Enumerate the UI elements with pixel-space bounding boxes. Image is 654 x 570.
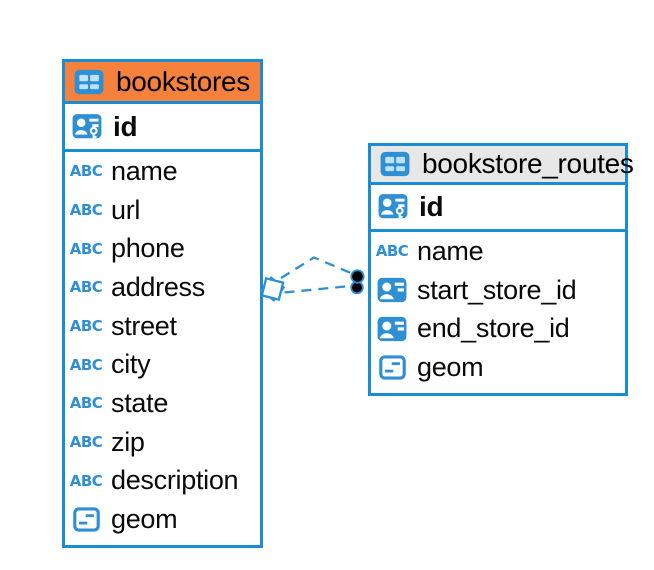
column-row-bookstores-id[interactable]: id bbox=[65, 104, 260, 152]
column-label: name bbox=[111, 155, 178, 186]
column-label: start_store_id bbox=[417, 274, 577, 305]
column-label: phone bbox=[111, 233, 185, 264]
table-header-bookstores[interactable]: bookstores bbox=[65, 62, 260, 104]
text-type-icon: ABC bbox=[69, 239, 103, 258]
column-label: state bbox=[111, 387, 169, 418]
column-row-routes-name[interactable]: ABC name bbox=[371, 232, 625, 271]
primary-key-icon bbox=[376, 193, 410, 221]
table-title-bookstores: bookstores bbox=[116, 65, 250, 97]
column-label: description bbox=[111, 465, 239, 496]
text-type-icon: ABC bbox=[69, 162, 103, 181]
text-type-icon: ABC bbox=[69, 278, 103, 297]
table-icon bbox=[378, 151, 412, 177]
column-label: url bbox=[111, 194, 141, 225]
table-header-bookstore-routes[interactable]: bookstore_routes bbox=[371, 146, 634, 185]
table-bookstore-routes[interactable]: bookstore_routes id ABC name start_store… bbox=[368, 143, 634, 396]
column-row-routes-id[interactable]: id bbox=[371, 185, 625, 232]
column-label: id bbox=[113, 110, 138, 142]
column-label: street bbox=[111, 310, 177, 341]
relationship-line-upper[interactable] bbox=[280, 256, 353, 279]
column-row-zip[interactable]: ABC zip bbox=[65, 423, 260, 462]
text-type-icon: ABC bbox=[375, 242, 409, 261]
table-icon bbox=[72, 69, 106, 95]
text-type-icon: ABC bbox=[69, 471, 103, 490]
column-row-city[interactable]: ABC city bbox=[65, 345, 260, 384]
column-row-state[interactable]: ABC state bbox=[65, 384, 260, 423]
column-row-routes-geom[interactable]: geom bbox=[371, 348, 625, 387]
text-type-icon: ABC bbox=[69, 433, 103, 452]
column-label: geom bbox=[417, 352, 484, 383]
column-row-street[interactable]: ABC street bbox=[65, 307, 260, 346]
text-type-icon: ABC bbox=[69, 394, 103, 413]
column-label: city bbox=[111, 349, 151, 380]
text-type-icon: ABC bbox=[69, 355, 103, 374]
primary-key-icon bbox=[70, 113, 104, 141]
column-label: geom bbox=[111, 504, 178, 535]
table-bookstores[interactable]: bookstores id ABC name ABC url ABC phone… bbox=[62, 59, 263, 548]
id-reference-icon bbox=[375, 277, 409, 303]
column-label: address bbox=[111, 271, 205, 302]
column-label: zip bbox=[111, 426, 145, 457]
table-title-bookstore-routes: bookstore_routes bbox=[422, 148, 634, 179]
column-label: id bbox=[419, 191, 444, 222]
id-reference-icon bbox=[375, 316, 409, 342]
relationship-line-lower[interactable] bbox=[284, 284, 351, 294]
column-label: name bbox=[417, 235, 484, 266]
column-row-description[interactable]: ABC description bbox=[65, 462, 260, 501]
dot-marker-bottom[interactable] bbox=[350, 280, 364, 295]
column-row-name[interactable]: ABC name bbox=[65, 152, 260, 191]
column-row-url[interactable]: ABC url bbox=[65, 191, 260, 230]
column-row-end-store-id[interactable]: end_store_id bbox=[371, 310, 625, 349]
column-row-geom[interactable]: geom bbox=[65, 500, 260, 539]
column-row-start-store-id[interactable]: start_store_id bbox=[371, 271, 625, 310]
dot-marker-top[interactable] bbox=[350, 269, 365, 284]
column-row-address[interactable]: ABC address bbox=[65, 268, 260, 307]
text-type-icon: ABC bbox=[69, 201, 103, 220]
text-type-icon: ABC bbox=[69, 317, 103, 336]
geometry-type-icon bbox=[375, 355, 409, 380]
diamond-marker[interactable] bbox=[259, 276, 286, 302]
column-label: end_store_id bbox=[417, 313, 570, 344]
column-row-phone[interactable]: ABC phone bbox=[65, 229, 260, 268]
geometry-type-icon bbox=[69, 507, 103, 532]
